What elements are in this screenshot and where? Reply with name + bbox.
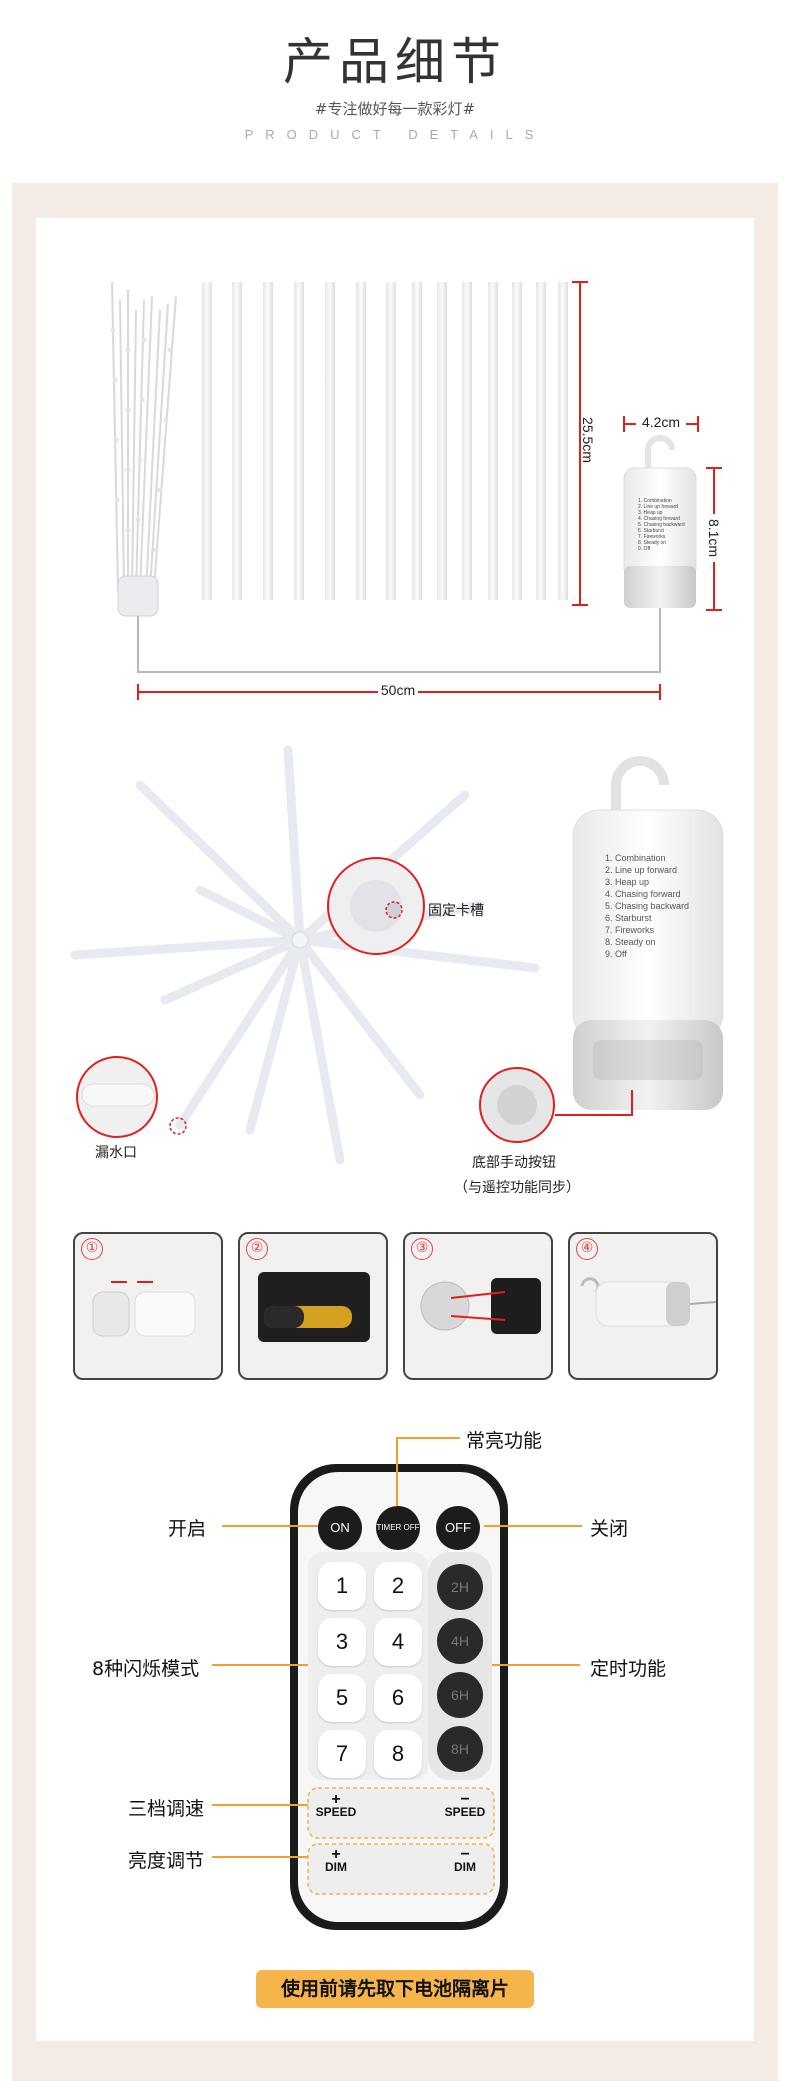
timer-4h-button[interactable]: 4H xyxy=(437,1618,483,1664)
speed-up-text: SPEED xyxy=(315,1805,357,1819)
height-dimension-line xyxy=(572,281,588,606)
step-2-illustration xyxy=(258,1272,370,1342)
drain-hole-label: 漏水口 xyxy=(95,1145,137,1161)
step-3-illustration xyxy=(420,1278,541,1334)
battery-box-small xyxy=(623,435,697,608)
on-button[interactable]: ON xyxy=(318,1506,362,1550)
speed-up-button[interactable]: + SPEED xyxy=(314,1791,358,1819)
speed-down-sign: − xyxy=(460,1791,470,1808)
timer-8h-button[interactable]: 8H xyxy=(437,1726,483,1772)
manual-button-zoom xyxy=(479,1067,633,1143)
step-2-panel: ② xyxy=(238,1232,388,1380)
manual-button-label: 底部手动按钮 xyxy=(472,1155,556,1171)
dim-up-button[interactable]: + DIM xyxy=(314,1846,358,1874)
step-1-number: ① xyxy=(81,1238,103,1260)
battery-box-large xyxy=(572,756,724,1110)
dim-down-button[interactable]: − DIM xyxy=(440,1846,490,1874)
height-label: 25.5cm xyxy=(580,417,596,463)
page-title: 产品细节 xyxy=(283,33,507,91)
speed-up-sign: + xyxy=(331,1791,341,1808)
header: 产品细节 #专注做好每一款彩灯# PRODUCT DETAILS xyxy=(0,0,790,180)
step-1-illustration xyxy=(92,1281,196,1337)
remote-callout-lines xyxy=(212,1437,582,1858)
dim-down-text: DIM xyxy=(454,1860,476,1874)
brightness-label: 亮度调节 xyxy=(128,1850,205,1872)
slogan: #专注做好每一款彩灯# xyxy=(314,100,476,118)
dim-up-text: DIM xyxy=(325,1860,347,1874)
power-off-label: 关闭 xyxy=(590,1518,629,1540)
fixing-slot-label: 固定卡槽 xyxy=(428,903,484,919)
speed-down-text: SPEED xyxy=(444,1805,486,1819)
step-2-number: ② xyxy=(246,1238,268,1260)
fixing-slot-zoom xyxy=(327,857,425,955)
battery-notice: 使用前请先取下电池隔离片 xyxy=(256,1970,534,2008)
english-subtitle: PRODUCT DETAILS xyxy=(244,127,546,142)
speed-down-button[interactable]: − SPEED xyxy=(440,1791,490,1819)
led-string-beads xyxy=(110,327,173,553)
step-4-number: ④ xyxy=(576,1238,598,1260)
step-3-number: ③ xyxy=(411,1238,433,1260)
mode-1-button[interactable]: 1 xyxy=(318,1562,366,1610)
flash-modes-label: 8种闪烁模式 xyxy=(92,1658,200,1680)
step-1-panel: ① xyxy=(73,1232,223,1380)
meteor-tubes xyxy=(202,282,568,600)
led-string-cluster xyxy=(111,281,177,593)
timer-2h-button[interactable]: 2H xyxy=(437,1564,483,1610)
mode-8-button[interactable]: 8 xyxy=(374,1730,422,1778)
manual-button-note: （与遥控功能同步） xyxy=(454,1180,580,1196)
hub-connector xyxy=(117,575,159,617)
step-3-panel: ③ xyxy=(403,1232,553,1380)
power-on-label: 开启 xyxy=(168,1518,207,1540)
dim-down-sign: − xyxy=(460,1846,470,1863)
dim-up-sign: + xyxy=(331,1846,341,1863)
speed-label: 三档调速 xyxy=(128,1798,205,1820)
mode-7-button[interactable]: 7 xyxy=(318,1730,366,1778)
mode-6-button[interactable]: 6 xyxy=(374,1674,422,1722)
timer-label: 定时功能 xyxy=(590,1658,667,1680)
step-4-illustration xyxy=(580,1277,716,1327)
timer-off-button[interactable]: TIMER OFF xyxy=(376,1506,420,1550)
cable xyxy=(137,608,661,673)
box-height-label: 8.1cm xyxy=(706,514,722,562)
step-4-panel: ④ xyxy=(568,1232,718,1380)
length-label: 50cm xyxy=(378,682,418,698)
box-width-label: 4.2cm xyxy=(636,414,686,430)
drain-hole-zoom xyxy=(76,1056,187,1138)
mode-2-button[interactable]: 2 xyxy=(374,1562,422,1610)
mode-4-button[interactable]: 4 xyxy=(374,1618,422,1666)
mode-3-button[interactable]: 3 xyxy=(318,1618,366,1666)
timer-6h-button[interactable]: 6H xyxy=(437,1672,483,1718)
off-button[interactable]: OFF xyxy=(436,1506,480,1550)
mode-5-button[interactable]: 5 xyxy=(318,1674,366,1722)
steady-on-label: 常亮功能 xyxy=(466,1430,543,1452)
